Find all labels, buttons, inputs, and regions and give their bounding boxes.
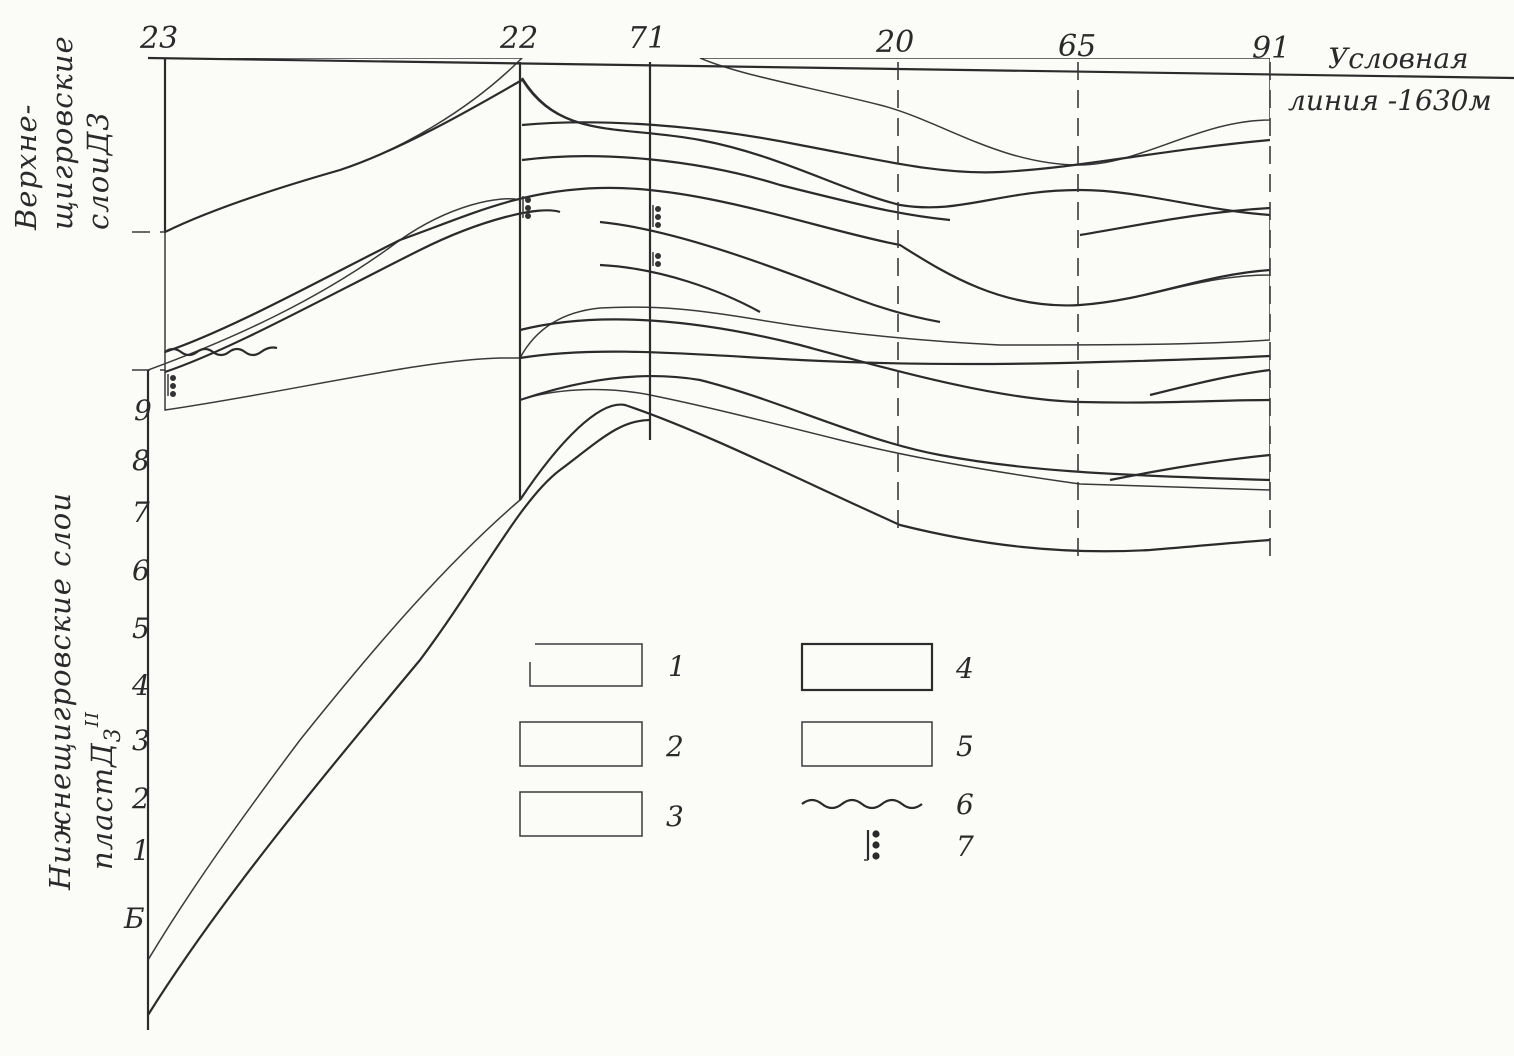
legend-item-7: 7: [864, 830, 974, 863]
svg-text:4: 4: [955, 652, 974, 685]
svg-text:2: 2: [665, 730, 684, 763]
lower-plast-unit: [148, 198, 521, 962]
unconformity-wavy-line: [164, 346, 278, 357]
datum-label-line1: Условная: [1328, 42, 1469, 75]
svg-text:щигровские: щигровские: [45, 35, 79, 230]
wavy-line-icon: [801, 798, 923, 810]
well-number-labels: 23 22 71 20 65 91: [139, 21, 1290, 66]
plast-number-labels: 9 8 7 6 5 4 3 2 1 Б: [123, 394, 152, 935]
plast-label: 8: [132, 444, 150, 477]
well-symbol-icon: [864, 830, 880, 861]
well-label: 22: [499, 21, 538, 56]
legend-item-5: 5: [801, 721, 974, 767]
limestone-band-right: [699, 58, 1270, 166]
well-label: 65: [1058, 29, 1096, 64]
svg-text:5: 5: [956, 730, 974, 763]
well-label: 20: [875, 25, 914, 60]
plast-label: 3: [132, 724, 150, 757]
svg-text:1: 1: [668, 650, 686, 683]
plast-label: 2: [131, 782, 150, 815]
legend-item-3: 3: [519, 791, 684, 837]
svg-text:6: 6: [956, 788, 974, 821]
well-label: 23: [139, 21, 178, 56]
plast-label: 5: [132, 612, 150, 645]
svg-text:3: 3: [666, 800, 684, 833]
sandstone-body: [164, 187, 1270, 411]
well-label: 91: [1252, 31, 1290, 66]
plast-label: 1: [132, 834, 150, 867]
shale-band: [164, 78, 1270, 354]
svg-text:Нижнещигровские слои: Нижнещигровские слои: [43, 492, 77, 891]
legend: 1 2 3 4 5 6: [519, 642, 974, 863]
plast-label: 9: [134, 394, 152, 427]
lower-formation-label: Нижнещигровские слои пластД3II: [43, 492, 126, 891]
well-lines: [132, 58, 1271, 1030]
section-body: [148, 58, 1270, 962]
plast-label: Б: [123, 902, 145, 935]
legend-item-2: 2: [519, 721, 684, 767]
well-label: 71: [628, 21, 666, 56]
plast-label: 4: [131, 669, 150, 702]
svg-text:слоиД3: слоиД3: [81, 111, 115, 230]
legend-item-4: 4: [800, 642, 974, 692]
well-core-markers: [167, 196, 661, 397]
siltstone-body: [519, 350, 1270, 491]
upper-formation-label: Верхне- щигровские слоиД3: [9, 35, 115, 231]
plast-label: 6: [132, 554, 150, 587]
plast-label: 7: [132, 496, 150, 529]
layer-boundaries: [147, 56, 1514, 1016]
svg-text:пластД3II: пластД3II: [82, 711, 126, 870]
svg-text:7: 7: [956, 830, 974, 863]
legend-item-6: 6: [801, 788, 974, 821]
legend-item-1: 1: [529, 643, 686, 687]
datum-label-line2: линия -1630м: [1288, 84, 1492, 117]
svg-text:Верхне-: Верхне-: [9, 104, 43, 231]
